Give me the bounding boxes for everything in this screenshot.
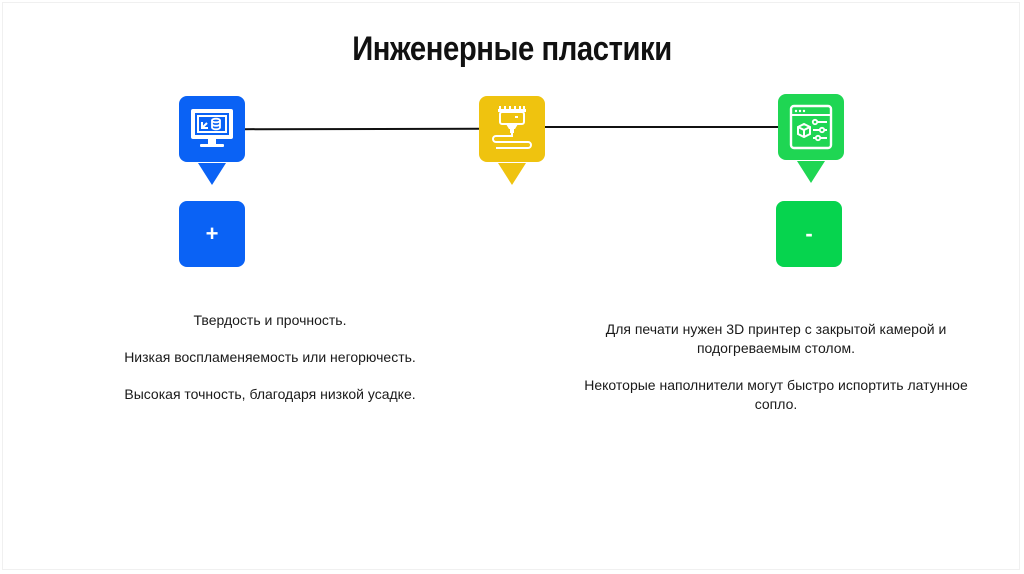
- monitor-database-icon: [191, 109, 233, 147]
- blue-pin: [179, 96, 245, 162]
- green-pin: [778, 94, 844, 160]
- pros-item: Твердость и прочность.: [193, 312, 347, 328]
- yellow-pin: [479, 96, 545, 162]
- browser-cube-settings-icon: [789, 104, 833, 150]
- slide-title: Инженерные пластики: [352, 30, 672, 68]
- cons-item: Для печати нужен 3D принтер с закрытой к…: [605, 321, 947, 356]
- cons-list: Для печати нужен 3D принтер с закрытой к…: [570, 320, 982, 432]
- pros-item: Низкая воспламеняемость или негорючесть.: [124, 349, 416, 365]
- green-pin-pointer: [797, 161, 825, 183]
- 3d-printer-nozzle-icon: [492, 106, 532, 149]
- minus-sign: -: [805, 221, 813, 246]
- pros-list: Твердость и прочность. Низкая воспламеня…: [60, 311, 480, 422]
- cons-badge: -: [776, 201, 842, 267]
- blue-pin-pointer: [198, 163, 226, 185]
- timeline-connector: [243, 127, 481, 131]
- timeline-connector: [544, 126, 780, 128]
- pros-item: Высокая точность, благодаря низкой усадк…: [124, 386, 416, 402]
- cons-item: Некоторые наполнители могут быстро испор…: [584, 377, 968, 412]
- pros-badge: +: [179, 201, 245, 267]
- plus-sign: +: [205, 221, 219, 246]
- yellow-pin-pointer: [498, 163, 526, 185]
